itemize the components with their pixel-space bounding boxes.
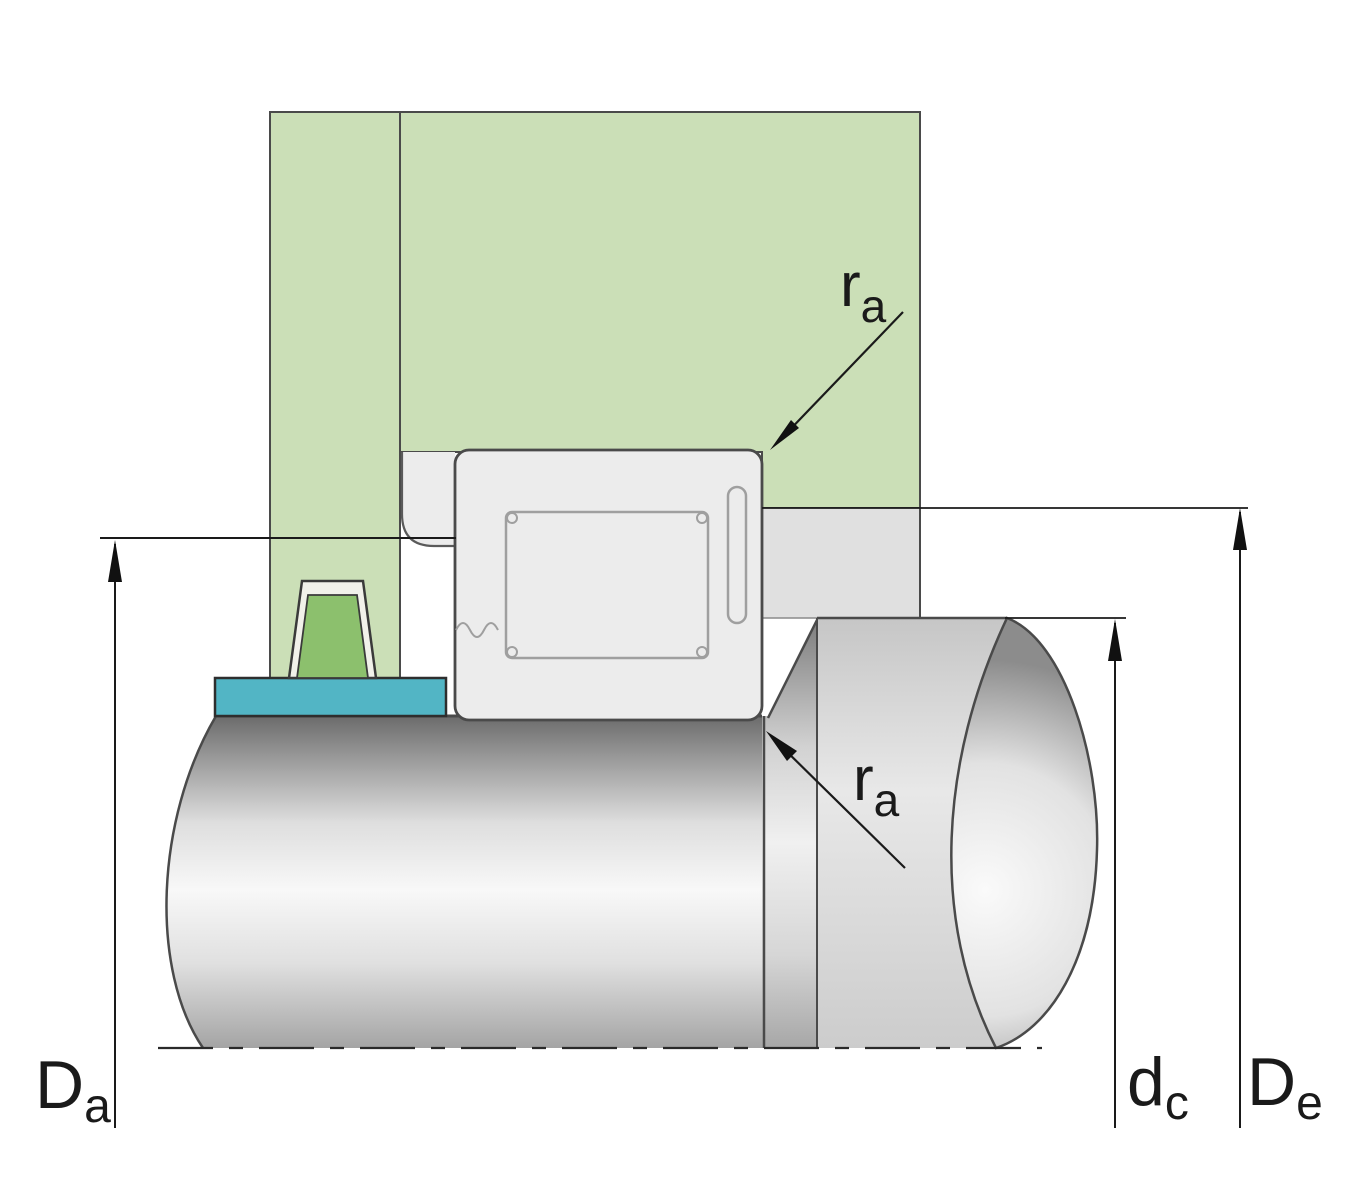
bearing-roller (504, 510, 710, 660)
roller-corner-radius-tl (506, 512, 518, 524)
Da-arrowhead (108, 540, 122, 582)
spacer-ring (213, 676, 448, 718)
shoulder-chamfer-edge (766, 619, 819, 719)
label-Da-main: D (35, 1047, 84, 1123)
ra-top-arrowhead (770, 420, 799, 450)
housing-recess (402, 452, 455, 546)
seal-lip (295, 594, 370, 679)
roller-corner-radius-bl (506, 646, 518, 658)
label-Da: Da (35, 1047, 111, 1133)
shoulder-fillet-drop (950, 616, 1099, 1050)
label-De-sub: e (1296, 1077, 1323, 1130)
label-ra-top-main: r (840, 251, 861, 320)
label-dc-main: d (1127, 1044, 1165, 1120)
bearing-rivet-pin (726, 485, 748, 625)
shaft-left-curve (165, 715, 218, 1049)
label-Da-sub: a (84, 1080, 111, 1133)
shaft-upper-step (762, 508, 920, 618)
ra-top-leader (779, 311, 904, 441)
label-ra-top: ra (840, 251, 887, 332)
label-ra-top-sub: a (861, 280, 887, 332)
section-break-squiggle (455, 622, 499, 638)
label-dc: dc (1127, 1044, 1189, 1130)
De-arrowhead (1233, 508, 1247, 550)
label-De: De (1247, 1044, 1323, 1130)
label-ra-bottom: ra (853, 745, 900, 826)
ra-bottom-arrowhead (766, 731, 797, 761)
roller-corner-radius-br (696, 646, 708, 658)
shaft-body (166, 716, 763, 1048)
label-ra-bottom-sub: a (874, 774, 900, 826)
label-dc-sub: c (1165, 1077, 1189, 1130)
roller-corner-radius-tr (696, 512, 708, 524)
shaft-shoulder-chamfer (762, 618, 817, 1048)
label-De-main: D (1247, 1044, 1296, 1120)
dc-arrowhead (1108, 619, 1122, 661)
label-ra-bottom-main: r (853, 745, 874, 814)
ra-bottom-leader (774, 739, 906, 869)
shoulder-face (817, 618, 1007, 1048)
